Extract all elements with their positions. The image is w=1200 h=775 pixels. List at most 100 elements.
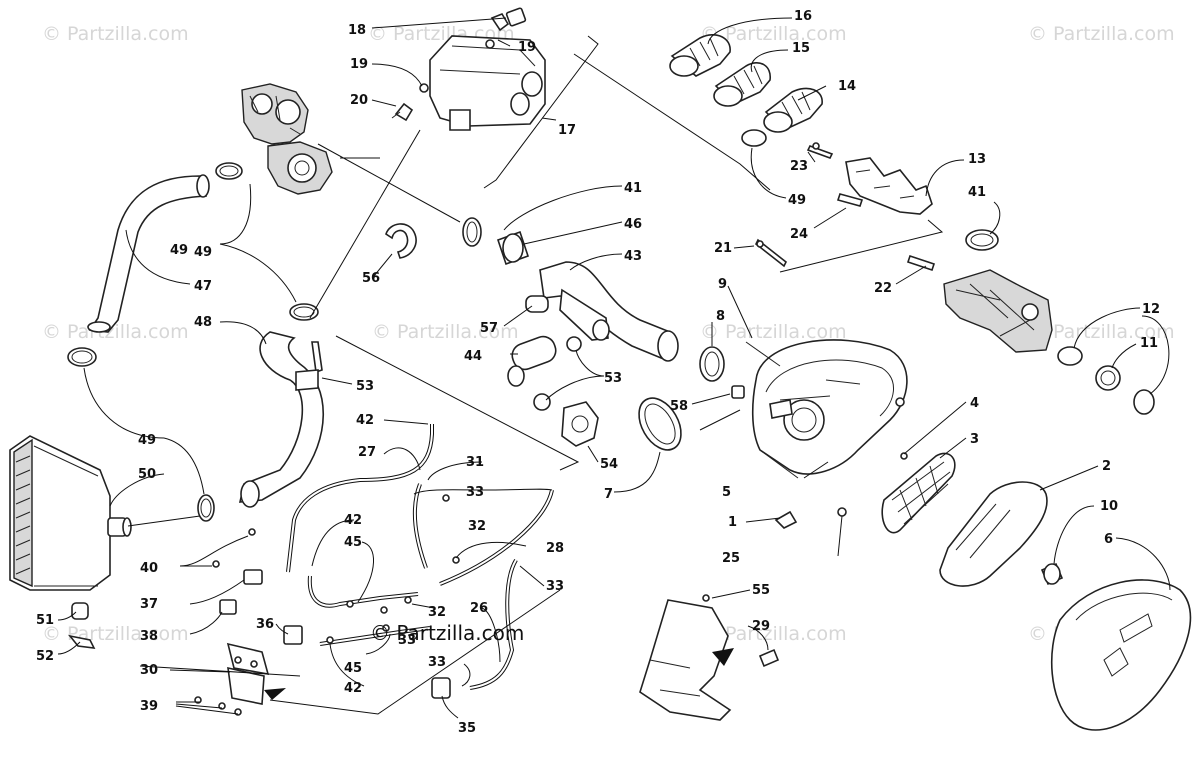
callout-label: 42 [356, 413, 374, 428]
callout-label: 47 [194, 279, 212, 294]
callout-label: 29 [752, 619, 770, 634]
part-drawings [9, 7, 1192, 731]
hose-clamp [1057, 346, 1083, 366]
watermark: © Partzilla.com [42, 23, 189, 45]
callout-label: 25 [722, 551, 740, 566]
callout-label: 15 [792, 41, 810, 56]
callout-label: 8 [716, 309, 725, 324]
grommet [731, 385, 745, 399]
callout-label: 3 [970, 432, 979, 447]
callout-label: 51 [36, 613, 54, 628]
callout-label: 20 [350, 93, 368, 108]
brand-text: © Partzilla.com [370, 621, 524, 645]
callout-label: 19 [350, 57, 368, 72]
gasket [638, 397, 682, 451]
callout-label: 40 [140, 561, 158, 576]
callout-label: 49 [788, 193, 806, 208]
callout-label: 53 [604, 371, 622, 386]
callout-label: 35 [458, 721, 476, 736]
snap-ring [385, 223, 417, 259]
watermark: © Partzilla.com [700, 23, 847, 45]
leader-lines [57, 17, 1171, 719]
screw [837, 507, 847, 517]
callout-labels: 1 2 3 4 5 6 7 8 9 10 11 12 13 14 15 16 1… [36, 9, 1160, 736]
coupler [1095, 365, 1121, 391]
air-box [745, 339, 908, 479]
watermark: © Partzilla.com [42, 321, 189, 343]
callout-label: 58 [670, 399, 688, 414]
callout-label: 28 [546, 541, 564, 556]
hose-clamp [741, 129, 767, 147]
callout-label: 22 [874, 281, 892, 296]
callout-label: 54 [600, 457, 618, 472]
duct-adapter [511, 335, 557, 371]
stud [311, 341, 323, 374]
callout-label: 11 [1140, 336, 1158, 351]
callout-label: 7 [604, 487, 613, 502]
callout-label: 23 [790, 159, 808, 174]
callout-label: 43 [624, 249, 642, 264]
hose-clamp [462, 217, 482, 247]
watermark: © Partzilla.com [1028, 23, 1175, 45]
callout-label: 57 [480, 321, 498, 336]
intake-hose [87, 174, 210, 333]
callout-label: 36 [256, 617, 274, 632]
callout-label: 6 [1104, 532, 1113, 547]
vent-hoses [286, 424, 554, 690]
callout-label: 31 [466, 455, 484, 470]
callout-label: 46 [624, 217, 642, 232]
watermark: © Partzilla.com [1028, 321, 1175, 343]
callout-label: 21 [714, 241, 732, 256]
outlet-hose [238, 331, 325, 508]
callout-label: 50 [138, 467, 156, 482]
throttle-body [943, 269, 1053, 353]
watermark: © Partzilla.com [42, 623, 189, 645]
callout-label: 56 [362, 271, 380, 286]
watermark: © Partzilla.com [372, 321, 519, 343]
callout-label: 45 [344, 661, 362, 676]
hose-clamp [1133, 389, 1155, 415]
callout-label: 33 [546, 579, 564, 594]
callout-label: 33 [398, 633, 416, 648]
assembly-outlines [127, 35, 944, 715]
callout-label: 42 [344, 681, 362, 696]
callout-label: 41 [968, 185, 986, 200]
callout-label: 26 [470, 601, 488, 616]
air-box-cover [1050, 579, 1192, 731]
filter-frame [881, 452, 956, 534]
callout-label: 33 [466, 485, 484, 500]
callout-label: 32 [428, 605, 446, 620]
clip [774, 510, 798, 529]
callout-label: 41 [624, 181, 642, 196]
callout-label: 24 [790, 227, 808, 242]
hose-clamp [965, 229, 999, 251]
intake-boots [669, 34, 823, 133]
turbocharger [241, 83, 333, 195]
callout-label: 2 [1102, 459, 1111, 474]
callout-label: 48 [194, 315, 212, 330]
callout-label: 9 [718, 277, 727, 292]
resonator-housing [391, 7, 546, 131]
spacer [295, 369, 319, 391]
intercooler [9, 435, 132, 649]
callout-label: 53 [356, 379, 374, 394]
callout-label: 38 [140, 629, 158, 644]
callout-label: 12 [1142, 302, 1160, 317]
callout-label: 55 [752, 583, 770, 598]
valve [561, 401, 599, 447]
callout-label: 17 [558, 123, 576, 138]
watermark: © Partzilla.com [700, 321, 847, 343]
callout-label: 10 [1100, 499, 1118, 514]
callout-label: 13 [968, 152, 986, 167]
callout-label: 16 [794, 9, 812, 24]
grommet [525, 295, 549, 313]
air-filter [939, 481, 1048, 587]
callout-label: 37 [140, 597, 158, 612]
callout-label: 14 [838, 79, 856, 94]
clamp-small [566, 336, 582, 352]
callout-label: 45 [344, 535, 362, 550]
callout-label: 52 [36, 649, 54, 664]
callout-label: 18 [348, 23, 366, 38]
callout-label: 49 [170, 243, 188, 258]
callout-label: 42 [344, 513, 362, 528]
